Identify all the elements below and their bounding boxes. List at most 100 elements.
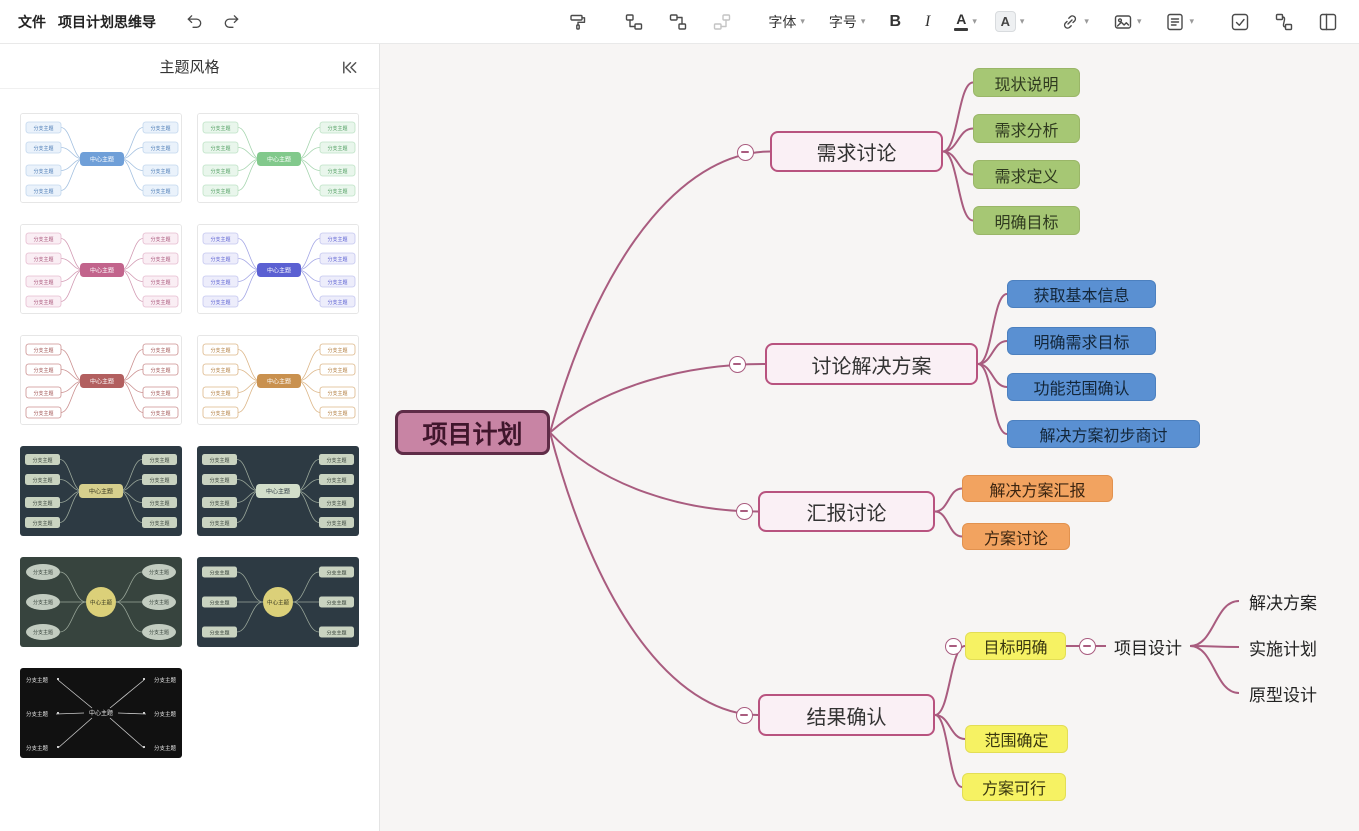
layout-button[interactable] [1315,9,1341,35]
highlight-color-button[interactable]: A▾ [992,8,1028,35]
child-node[interactable]: 明确需求目标 [1007,327,1156,355]
branch-node[interactable]: 结果确认 [758,694,935,736]
svg-text:分支主题: 分支主题 [327,125,347,132]
branch-node[interactable]: 需求讨论 [770,131,943,172]
svg-text:分支主题: 分支主题 [154,676,177,684]
branch-node[interactable]: 讨论解决方案 [765,343,978,385]
svg-text:分支主题: 分支主题 [326,457,346,464]
collapse-toggle[interactable] [736,707,753,724]
child-node[interactable]: 需求定义 [973,160,1080,189]
svg-text:分支主题: 分支主题 [210,410,230,417]
svg-text:分支主题: 分支主题 [149,569,169,576]
theme-card-pink-light[interactable]: 分支主题分支主题分支主题分支主题分支主题分支主题分支主题分支主题中心主题 [20,224,182,314]
collapse-toggle[interactable] [1079,638,1096,655]
minus-icon [1083,645,1091,647]
insert-parent-node-button[interactable] [709,9,735,35]
branch-node[interactable]: 汇报讨论 [758,491,935,532]
insert-relation-button[interactable] [1271,9,1297,35]
theme-thumbnail: 分支主题分支主题分支主题分支主题分支主题分支主题分支主题分支主题中心主题 [198,225,359,314]
child-node[interactable]: 功能范围确认 [1007,373,1156,401]
svg-text:分支主题: 分支主题 [149,500,169,507]
undo-button[interactable] [182,9,207,34]
image-icon [1113,12,1133,32]
child-node[interactable]: 方案可行 [962,773,1066,801]
collapse-sidebar-button[interactable] [338,56,361,82]
mindmap-canvas[interactable]: 项目计划 需求讨论 现状说明需求分析需求定义明确目标讨论解决方案 获取基本信息明确需求… [380,44,1359,831]
font-size-select[interactable]: 字号▾ [826,9,869,35]
svg-text:分支主题: 分支主题 [210,347,230,354]
svg-text:分支主题: 分支主题 [33,299,53,306]
file-menu[interactable]: 文件 [18,12,46,32]
theme-card-dark-mixed[interactable]: 分支主题分支主题分支主题分支主题分支主题分支主题中心主题 [197,557,359,647]
theme-card-indigo-light[interactable]: 分支主题分支主题分支主题分支主题分支主题分支主题分支主题分支主题中心主题 [197,224,359,314]
format-painter-button[interactable] [565,9,591,35]
theme-thumbnail: 分支主题分支主题分支主题分支主题分支主题分支主题分支主题分支主题中心主题 [198,336,359,425]
collapse-toggle[interactable] [945,638,962,655]
child-node[interactable]: 解决方案汇报 [962,475,1113,502]
svg-text:中心主题: 中心主题 [267,599,290,607]
insert-task-button[interactable] [1227,9,1253,35]
chevron-down-icon: ▾ [861,16,866,27]
svg-text:分支主题: 分支主题 [26,676,49,684]
collapse-toggle[interactable] [729,356,746,373]
child-node[interactable]: 目标明确 [965,632,1066,660]
insert-note-button[interactable]: ▾ [1162,9,1197,35]
italic-label: I [925,13,930,31]
collapse-toggle[interactable] [736,503,753,520]
redo-button[interactable] [219,9,244,34]
theme-thumbnail: 分支主题分支主题分支主题分支主题分支主题分支主题中心主题 [197,557,359,647]
svg-text:分支主题: 分支主题 [327,367,347,374]
svg-text:分支主题: 分支主题 [33,236,53,243]
svg-text:分支主题: 分支主题 [210,125,230,132]
insert-image-button[interactable]: ▾ [1110,9,1145,35]
svg-text:分支主题: 分支主题 [150,145,170,152]
theme-card-maroon-outline[interactable]: 分支主题分支主题分支主题分支主题分支主题分支主题分支主题分支主题中心主题 [20,335,182,425]
child-node[interactable]: 获取基本信息 [1007,280,1156,308]
svg-text:分支主题: 分支主题 [150,168,170,175]
text-node[interactable]: 项目设计 [1106,634,1190,658]
theme-card-dark-yellow[interactable]: 分支主题分支主题分支主题分支主题分支主题分支主题分支主题分支主题中心主题 [20,446,182,536]
theme-card-blue-light[interactable]: 分支主题分支主题分支主题分支主题分支主题分支主题分支主题分支主题中心主题 [20,113,182,203]
svg-text:分支主题: 分支主题 [150,347,170,354]
svg-text:分支主题: 分支主题 [33,279,53,286]
svg-text:中心主题: 中心主题 [90,599,113,607]
svg-text:中心主题: 中心主题 [267,267,291,275]
theme-card-amber-outline[interactable]: 分支主题分支主题分支主题分支主题分支主题分支主题分支主题分支主题中心主题 [197,335,359,425]
svg-text:分支主题: 分支主题 [33,390,53,397]
italic-button[interactable]: I [922,10,933,34]
text-node[interactable]: 解决方案 [1239,589,1327,613]
font-family-label: 字体 [768,12,796,32]
svg-text:分支主题: 分支主题 [33,168,53,175]
undo-icon [185,12,204,31]
theme-thumbnail: 分支主题分支主题分支主题分支主题分支主题分支主题分支主题分支主题中心主题 [20,446,182,536]
theme-card-green-light[interactable]: 分支主题分支主题分支主题分支主题分支主题分支主题分支主题分支主题中心主题 [197,113,359,203]
svg-text:分支主题: 分支主题 [32,457,52,464]
svg-text:分支主题: 分支主题 [210,168,230,175]
child-node[interactable]: 现状说明 [973,68,1080,97]
theme-card-dark-circles[interactable]: 分支主题分支主题分支主题分支主题分支主题分支主题中心主题 [20,557,182,647]
svg-text:分支主题: 分支主题 [33,256,53,263]
theme-card-dark-sage[interactable]: 分支主题分支主题分支主题分支主题分支主题分支主题分支主题分支主题中心主题 [197,446,359,536]
child-node[interactable]: 范围确定 [965,725,1068,753]
root-node[interactable]: 项目计划 [395,410,550,455]
svg-text:分支主题: 分支主题 [149,629,169,636]
bold-button[interactable]: B [886,10,904,34]
child-node[interactable]: 需求分析 [973,114,1080,143]
doc-title[interactable]: 项目计划思维导 [58,12,156,32]
child-node[interactable]: 方案讨论 [962,523,1070,550]
font-family-select[interactable]: 字体▾ [765,9,808,35]
font-color-button[interactable]: A▾ [951,9,980,34]
child-node[interactable]: 解决方案初步商讨 [1007,420,1200,448]
child-node[interactable]: 明确目标 [973,206,1080,235]
svg-text:分支主题: 分支主题 [327,299,347,306]
text-node[interactable]: 实施计划 [1239,635,1327,659]
insert-link-button[interactable]: ▾ [1057,9,1092,35]
collapse-toggle[interactable] [737,144,754,161]
svg-text:中心主题: 中心主题 [267,156,291,164]
svg-text:分支主题: 分支主题 [209,630,229,637]
theme-card-black-text[interactable]: 分支主题分支主题分支主题分支主题分支主题分支主题中心主题 [20,668,182,758]
svg-text:分支主题: 分支主题 [26,744,49,752]
text-node[interactable]: 原型设计 [1239,681,1327,705]
insert-child-node-button[interactable] [621,9,647,35]
insert-sibling-node-button[interactable] [665,9,691,35]
